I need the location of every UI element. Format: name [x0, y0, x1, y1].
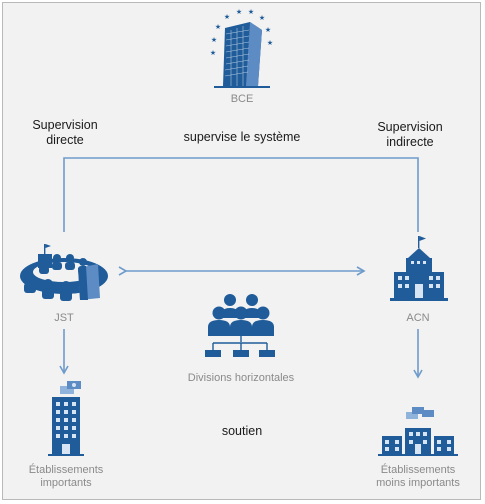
jst-label: JST [54, 312, 74, 324]
supervision-indirect-label: Supervision indirecte [365, 120, 455, 150]
less-significant-line2: moins importants [376, 477, 460, 489]
system-supervision-label: supervise le système [183, 130, 301, 144]
significant-institutions-label: Établissements importants [14, 464, 118, 490]
supervision-indirect-line1: Supervision [377, 120, 443, 134]
acn-building-icon [390, 236, 448, 301]
supervision-direct-label: Supervision directe [20, 118, 110, 148]
connector-lines [59, 157, 423, 379]
svg-text:★: ★ [259, 14, 265, 22]
svg-text:★: ★ [211, 36, 217, 44]
significant-line2: importants [40, 477, 92, 489]
svg-text:★: ★ [224, 13, 230, 21]
svg-text:★: ★ [210, 49, 216, 57]
svg-text:★: ★ [236, 8, 242, 16]
less-significant-institutions-icon [378, 407, 458, 456]
jst-meeting-icon [20, 244, 108, 301]
bce-label: BCE [230, 93, 254, 105]
less-significant-institutions-label: Établissements moins importants [366, 464, 470, 490]
supervision-direct-line1: Supervision [32, 118, 98, 132]
ecb-tower-icon: ★ ★ ★ ★ ★ ★ ★ ★ ★ [210, 8, 273, 88]
supervision-direct-line2: directe [46, 133, 84, 147]
svg-text:★: ★ [265, 26, 271, 34]
svg-text:★: ★ [215, 23, 221, 31]
supervision-bracket-line [63, 157, 419, 232]
supervision-indirect-line2: indirecte [386, 135, 434, 149]
eu-stars-icon: ★ ★ ★ ★ ★ ★ ★ ★ ★ [210, 8, 273, 57]
svg-text:★: ★ [248, 8, 254, 16]
svg-text:★: ★ [267, 39, 273, 47]
horizontal-divisions-icon [205, 294, 275, 357]
horizontal-divisions-label: Divisions horizontales [187, 372, 295, 384]
significant-line1: Établissements [28, 464, 104, 476]
support-label: soutien [221, 424, 263, 438]
significant-institution-icon [48, 381, 84, 456]
less-significant-line1: Établissements [380, 464, 456, 476]
acn-label: ACN [406, 312, 430, 324]
